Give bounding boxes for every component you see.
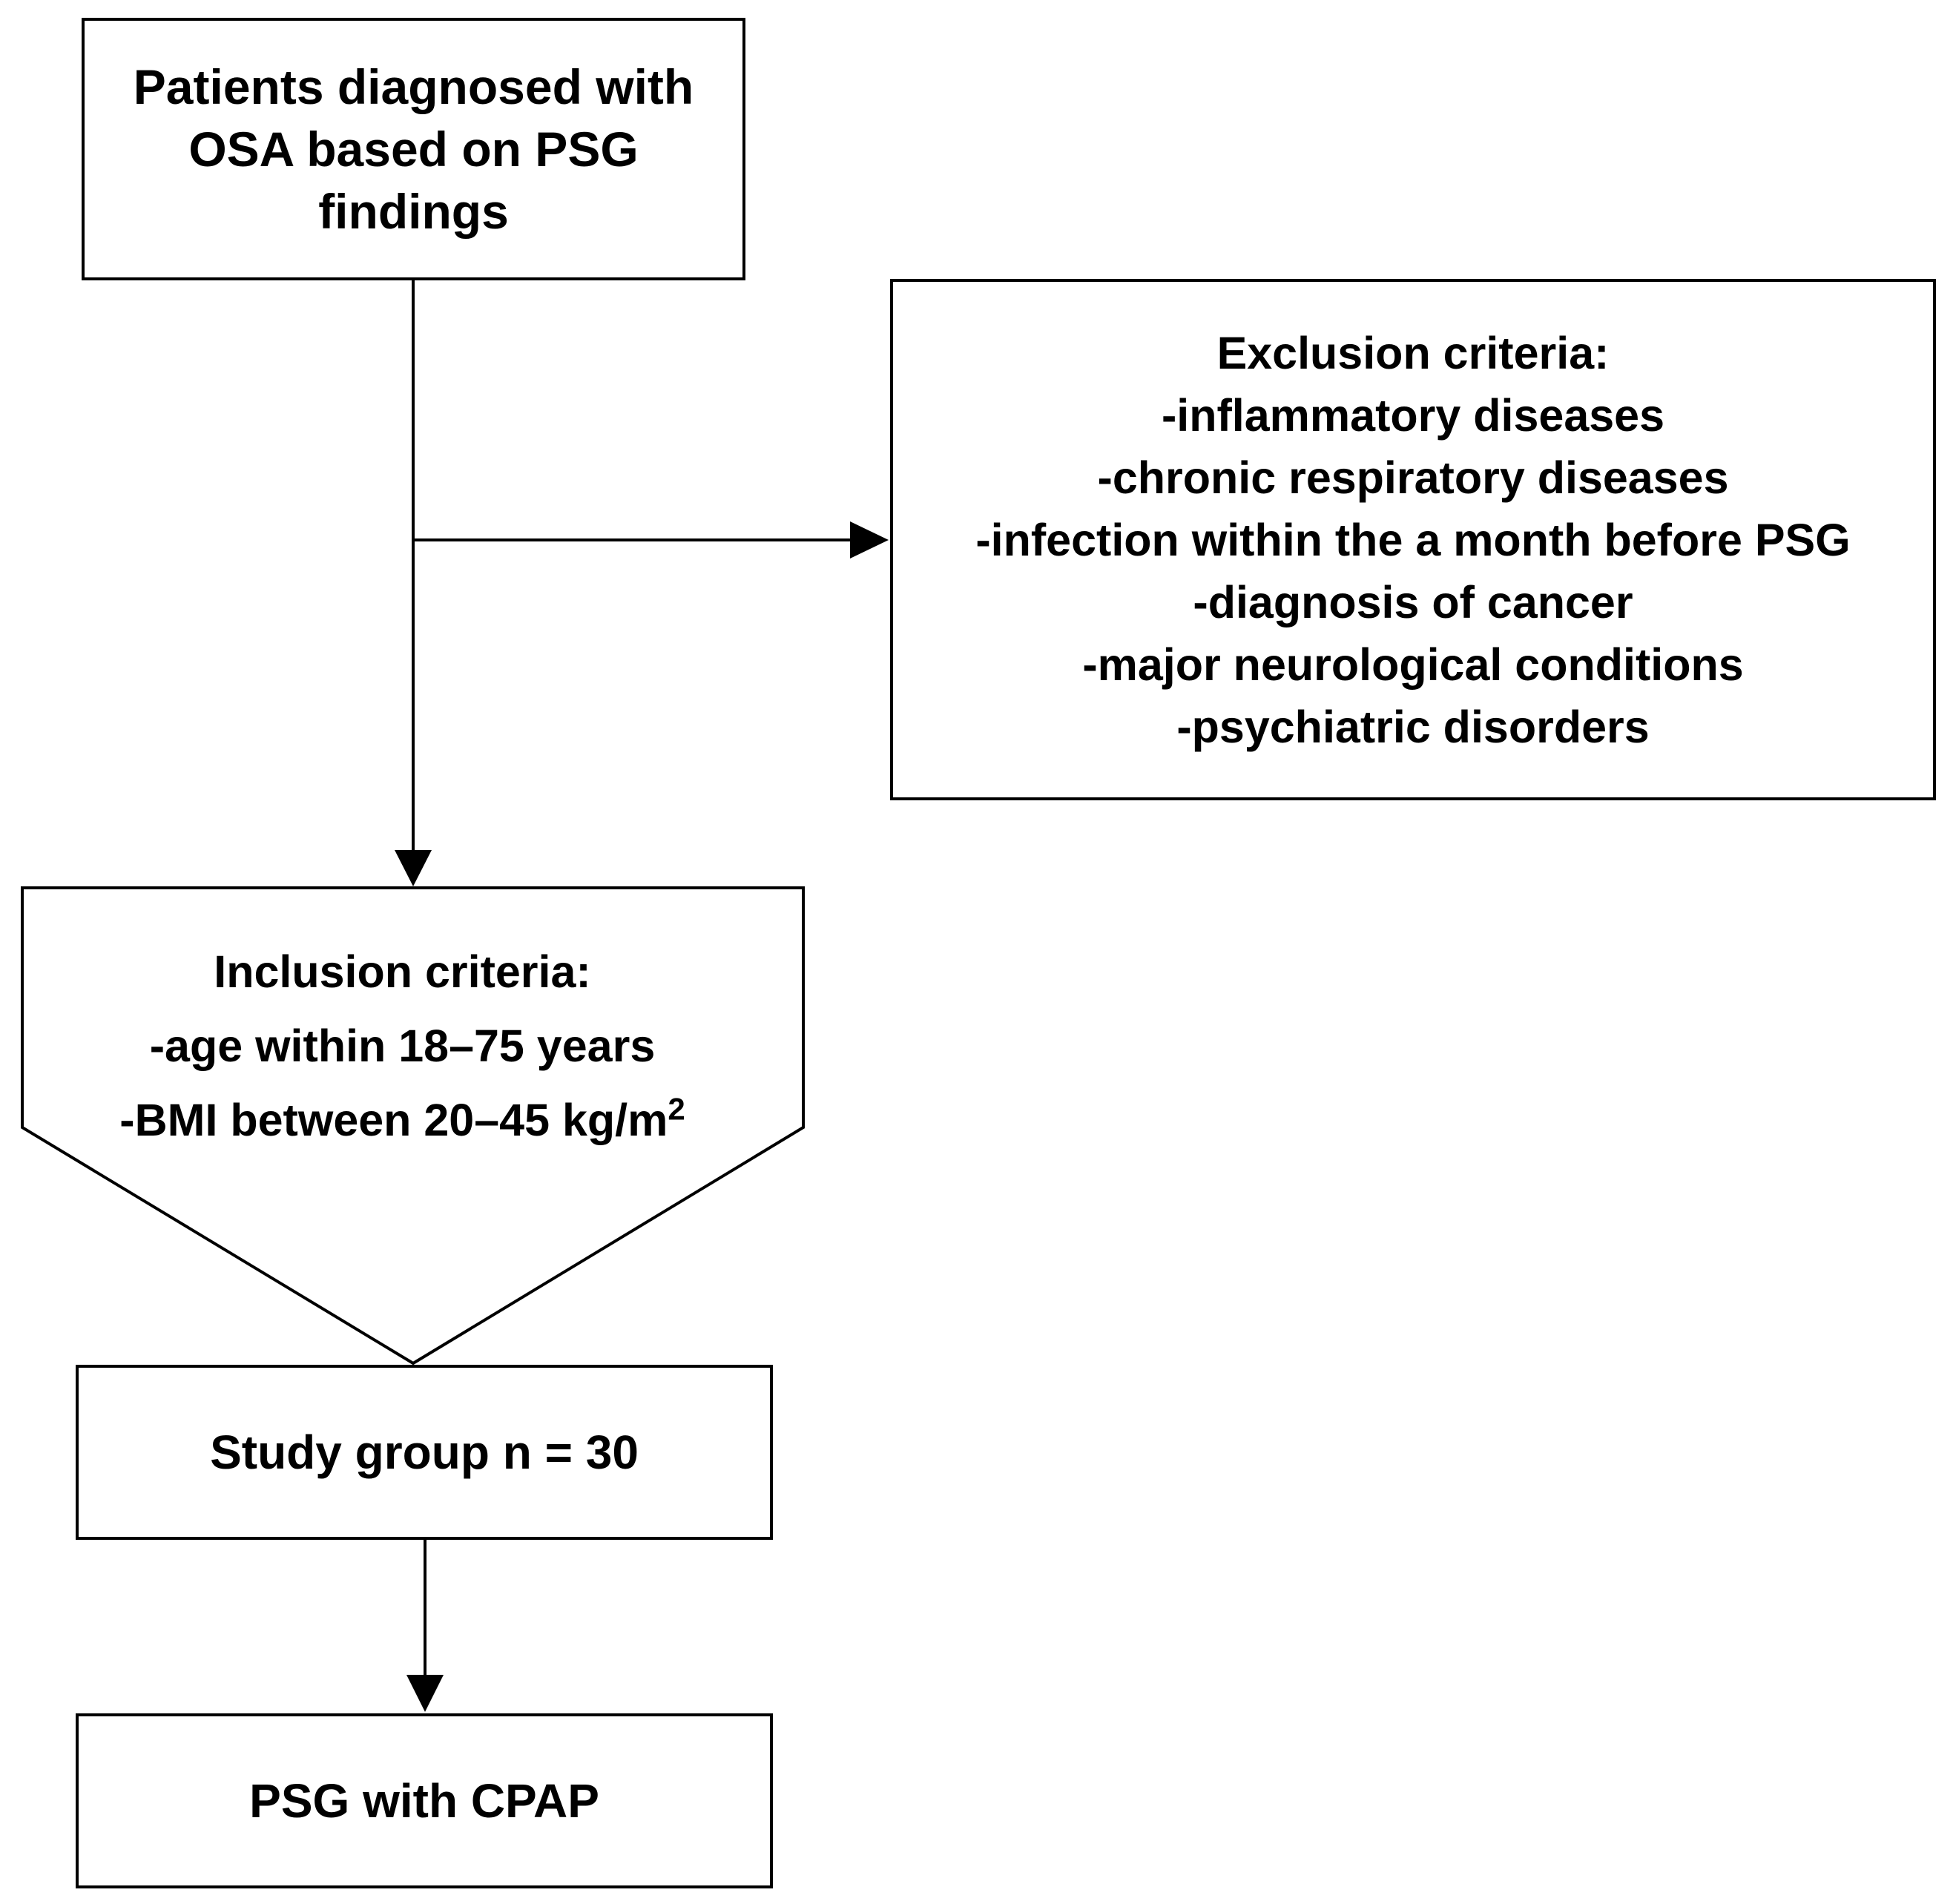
patients-line-3: findings (318, 184, 509, 239)
psg-with-cpap-box: PSG with CPAP (76, 1713, 773, 1888)
exclusion-item: -chronic respiratory diseases (1097, 452, 1729, 503)
exclusion-item: -diagnosis of cancer (1193, 576, 1633, 627)
patients-line-2: OSA based on PSG (188, 122, 639, 177)
exclusion-criteria-box: Exclusion criteria: -inflammatory diseas… (890, 279, 1936, 800)
study-group-label: Study group n = 30 (210, 1426, 639, 1479)
inclusion-criteria-text: Inclusion criteria: -age within 18–75 ye… (22, 935, 783, 1157)
inclusion-bmi-superscript: 2 (668, 1091, 685, 1127)
study-group-box: Study group n = 30 (76, 1365, 773, 1540)
arrow-head-inclusion (395, 850, 432, 886)
exclusion-item: -psychiatric disorders (1176, 701, 1650, 752)
exclusion-item: -infection within the a month before PSG (975, 514, 1851, 565)
cpap-label: PSG with CPAP (249, 1774, 599, 1828)
arrow-head-cpap (406, 1675, 444, 1712)
exclusion-heading: Exclusion criteria: (1216, 327, 1610, 378)
inclusion-criteria-shape (21, 886, 805, 1366)
arrow-head-exclusion (850, 521, 889, 559)
inclusion-item-bmi: -BMI between 20–45 kg/m2 (22, 1083, 783, 1157)
inclusion-item-age: -age within 18–75 years (149, 1021, 656, 1071)
inclusion-heading: Inclusion criteria: (214, 946, 591, 997)
inclusion-bmi-text: -BMI between 20–45 kg/m (119, 1095, 668, 1145)
exclusion-item: -inflammatory diseases (1161, 389, 1665, 441)
patients-line-1: Patients diagnosed with (133, 59, 694, 114)
patients-diagnosed-box: Patients diagnosed with OSA based on PSG… (82, 18, 745, 280)
exclusion-item: -major neurological conditions (1082, 639, 1744, 690)
